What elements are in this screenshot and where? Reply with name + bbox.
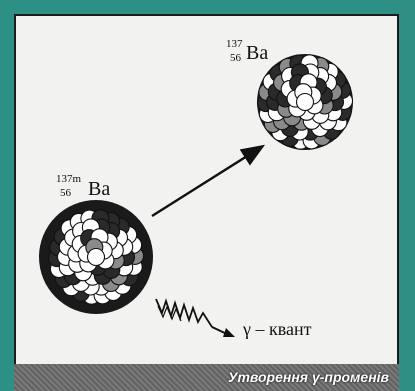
nucleon [295, 92, 315, 112]
atomic-number: 56 [60, 187, 71, 199]
element-symbol: Ba [88, 178, 111, 200]
mass-number: 137 [226, 38, 243, 50]
gamma-quantum-label: γ – квант [243, 319, 312, 339]
isotope-label-ba137m: 137m 56 Ba [56, 174, 116, 204]
isotope-label-ba137: 137 56 Ba [226, 39, 276, 69]
transition-arrow [151, 144, 266, 218]
mass-number: 137m [56, 173, 82, 185]
atomic-number: 56 [230, 52, 241, 64]
nucleus-ba137m [39, 200, 153, 314]
nucleus-ba137 [256, 54, 354, 150]
gamma-wave-icon [155, 298, 235, 337]
element-symbol: Ba [246, 42, 269, 64]
nucleon [86, 247, 106, 267]
caption-bar: Утворення γ-променів [14, 364, 399, 391]
figure-caption: Утворення γ-променів [227, 369, 389, 385]
